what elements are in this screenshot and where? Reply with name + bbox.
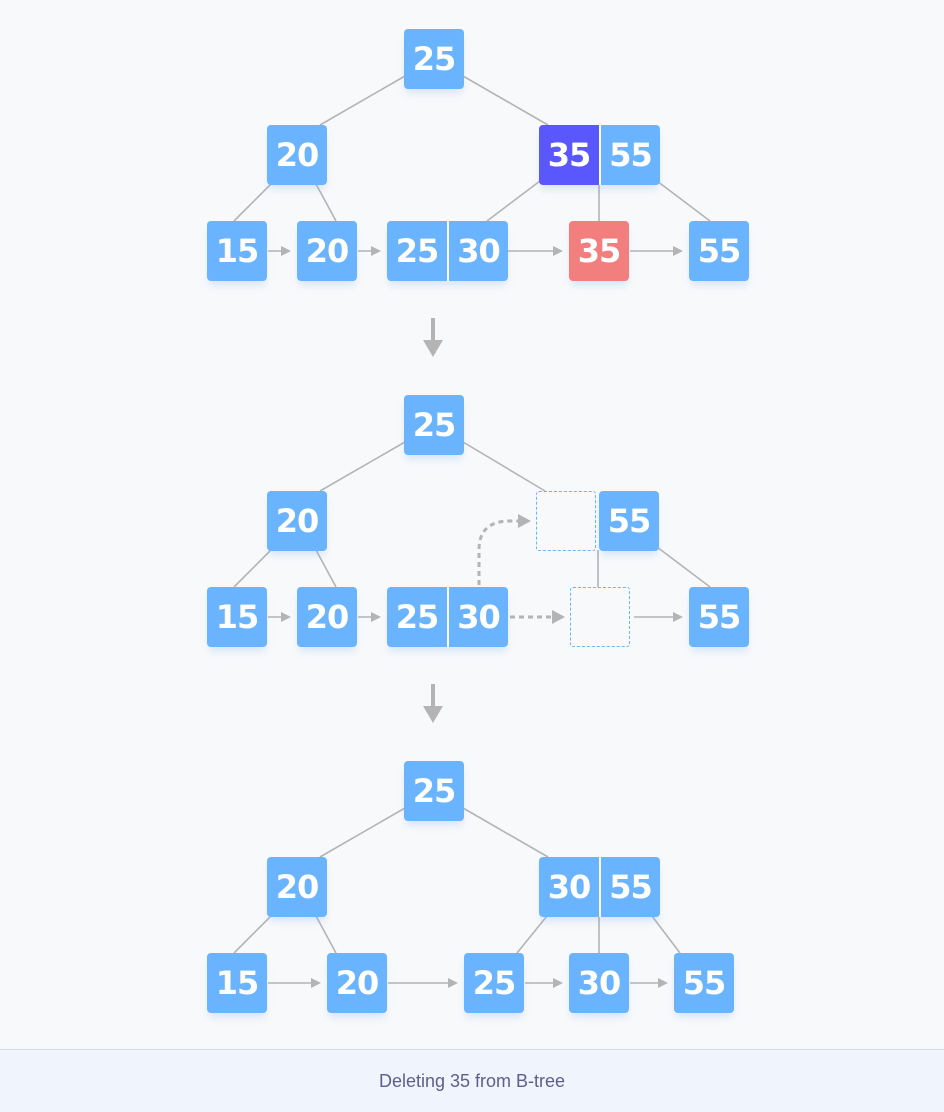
step2-leaf-3: 25 30	[387, 587, 508, 647]
step3-edges	[233, 807, 681, 988]
step1-leaf-deleted: 35	[569, 221, 629, 281]
key: 20	[297, 221, 357, 281]
step3-internal-node-left: 20	[267, 857, 327, 917]
step1-leaf-1: 15	[207, 221, 267, 281]
key: 55	[599, 491, 659, 551]
key: 25	[404, 761, 464, 821]
step3-leaf-4: 30	[569, 953, 629, 1013]
step1-edges	[233, 75, 711, 256]
key: 55	[689, 587, 749, 647]
step2-root-node: 25	[404, 395, 464, 455]
step1-leaf-5: 55	[689, 221, 749, 281]
key-deleted: 35	[569, 221, 629, 281]
move-arrowhead-right	[552, 610, 565, 624]
step1-leaf-2: 20	[297, 221, 357, 281]
key: 25	[387, 221, 447, 281]
step-arrow-1	[423, 318, 443, 357]
key-highlighted: 35	[539, 125, 599, 185]
step3-leaf-3: 25	[464, 953, 524, 1013]
key: 25	[404, 395, 464, 455]
step2-empty-internal-slot	[536, 491, 596, 551]
key: 30	[447, 221, 508, 281]
step1-root-node: 25	[404, 29, 464, 89]
key: 25	[404, 29, 464, 89]
key: 25	[464, 953, 524, 1013]
key: 20	[267, 491, 327, 551]
key: 30	[447, 587, 508, 647]
step2-leaf-5: 55	[689, 587, 749, 647]
key: 15	[207, 953, 267, 1013]
key: 20	[267, 125, 327, 185]
key: 25	[387, 587, 447, 647]
key: 55	[599, 125, 660, 185]
step2-internal-node-left: 20	[267, 491, 327, 551]
step2-leaf-2: 20	[297, 587, 357, 647]
key: 20	[297, 587, 357, 647]
key: 55	[689, 221, 749, 281]
step2-edges	[233, 441, 711, 622]
step3-leaf-5: 55	[674, 953, 734, 1013]
step2-internal-node-right: 55	[599, 491, 659, 551]
key: 55	[599, 857, 660, 917]
key: 20	[267, 857, 327, 917]
key: 15	[207, 221, 267, 281]
move-arrows	[477, 519, 552, 619]
step1-leaf-3: 25 30	[387, 221, 508, 281]
key: 30	[539, 857, 599, 917]
figure-caption: Deleting 35 from B-tree	[0, 1049, 944, 1112]
step2-empty-leaf-slot	[570, 587, 630, 647]
step3-root-node: 25	[404, 761, 464, 821]
step1-internal-node-right: 35 55	[539, 125, 660, 185]
caption-text: Deleting 35 from B-tree	[378, 1070, 566, 1091]
step2-leaf-1: 15	[207, 587, 267, 647]
key: 30	[569, 953, 629, 1013]
btree-deletion-diagram: 25 20 35 55 15 20 25 30 35 55 25 20 55 1…	[207, 29, 749, 1013]
step1-internal-node-left: 20	[267, 125, 327, 185]
key: 15	[207, 587, 267, 647]
step3-leaf-1: 15	[207, 953, 267, 1013]
step-arrow-2	[423, 684, 443, 723]
step3-leaf-2: 20	[327, 953, 387, 1013]
edges-layer	[233, 75, 711, 988]
step3-internal-node-right: 30 55	[539, 857, 660, 917]
key: 20	[327, 953, 387, 1013]
move-arrowhead-up	[518, 514, 531, 528]
key: 55	[674, 953, 734, 1013]
